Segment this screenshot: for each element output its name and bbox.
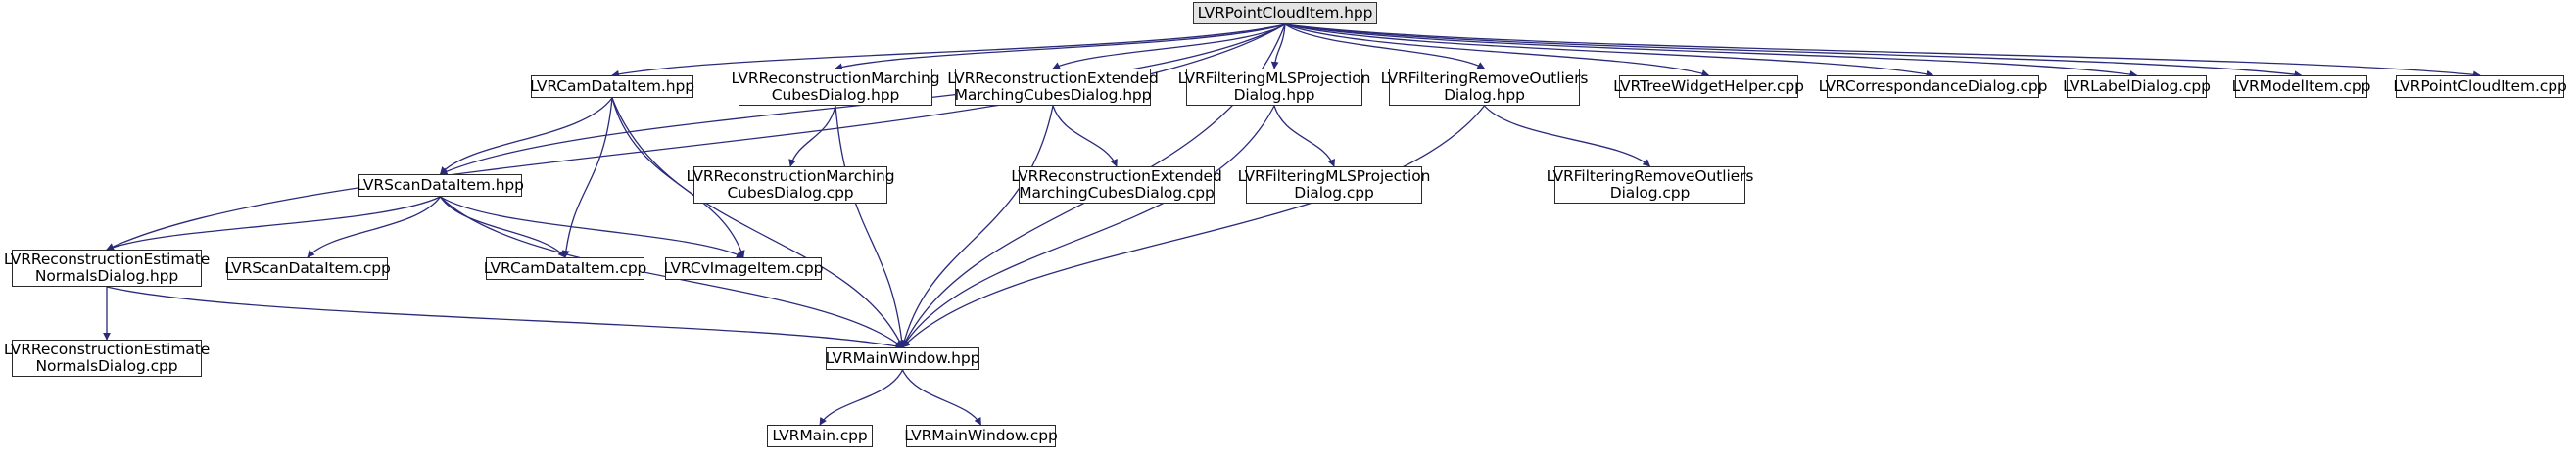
graph-edge [439, 97, 613, 175]
graph-edge [900, 105, 1054, 348]
graph-node-label: LVRFilteringRemoveOutliers Dialog.hpp [1380, 69, 1589, 104]
graph-node-lvrfilteringmlsprojectiondialog-cpp[interactable]: LVRFilteringMLSProjection Dialog.cpp [1238, 166, 1430, 204]
graph-node-label: LVRCvImageItem.cpp [663, 258, 824, 277]
graph-node-label: LVRReconstructionExtended MarchingCubesD… [1011, 166, 1222, 202]
graph-edge [835, 105, 906, 348]
graph-edge [1273, 105, 1336, 167]
graph-node-lvrpointclouditem-cpp[interactable]: LVRPointCloudItem.cpp [2393, 75, 2567, 98]
graph-edge [1284, 23, 2303, 79]
graph-edge [1484, 105, 1651, 167]
graph-node-lvrcamdataitem-cpp[interactable]: LVRCamDataItem.cpp [484, 257, 646, 280]
graph-node-lvrcvimageitem-cpp[interactable]: LVRCvImageItem.cpp [664, 257, 823, 280]
graph-node-lvrreconstructionmarchingcubesdialog-cpp[interactable]: LVRReconstructionMarching CubesDialog.cp… [686, 166, 895, 204]
graph-node-label: LVRReconstructionMarching CubesDialog.hp… [731, 69, 940, 104]
graph-edge [1284, 23, 2481, 79]
graph-node-label: LVRReconstructionMarching CubesDialog.cp… [686, 166, 895, 202]
graph-node-lvrmain-cpp[interactable]: LVRMain.cpp [767, 425, 873, 447]
graph-node-lvrcamdataitem-hpp[interactable]: LVRCamDataItem.hpp [530, 75, 694, 98]
graph-node-lvrfilteringremoveoutliersdialog-cpp[interactable]: LVRFilteringRemoveOutliers Dialog.cpp [1547, 166, 1753, 204]
graph-node-label: LVRTreeWidgetHelper.cpp [1613, 76, 1804, 95]
graph-node-lvrmainwindow-hpp[interactable]: LVRMainWindow.hpp [826, 347, 979, 370]
graph-edge [1284, 23, 1486, 69]
graph-edge [106, 286, 904, 350]
graph-node-label: LVRFilteringMLSProjection Dialog.cpp [1237, 166, 1431, 202]
graph-edge [106, 23, 1286, 251]
graph-edge [788, 105, 836, 167]
graph-node-lvrscandataitem-hpp[interactable]: LVRScanDataItem.hpp [357, 174, 524, 197]
graph-node-label: LVRScanDataItem.hpp [357, 175, 524, 194]
graph-node-label: LVRMain.cpp [772, 426, 868, 444]
graph-node-lvrtreewidgethelper-cpp[interactable]: LVRTreeWidgetHelper.cpp [1613, 75, 1804, 98]
graph-node-lvrlabeldialog-cpp[interactable]: LVRLabelDialog.cpp [2063, 75, 2211, 98]
graph-node-label: LVRFilteringRemoveOutliers Dialog.cpp [1546, 166, 1754, 202]
graph-node-label: LVRModelItem.cpp [2231, 76, 2371, 95]
graph-node-label: LVRLabelDialog.cpp [2063, 76, 2211, 95]
graph-node-label: LVRCamDataItem.hpp [530, 76, 694, 95]
graph-node-label: LVRPointCloudItem.cpp [2393, 76, 2567, 95]
graph-node-label: LVRMainWindow.hpp [825, 348, 980, 367]
graph-node-lvrcorrespondancedialog-cpp[interactable]: LVRCorrespondanceDialog.cpp [1819, 75, 2047, 98]
graph-edge [611, 97, 904, 348]
graph-edge [106, 196, 441, 252]
graph-node-label: LVRCorrespondanceDialog.cpp [1818, 76, 2048, 95]
graph-node-lvrreconstructionestimatenormalsdialog-hpp[interactable]: LVRReconstructionEstimate NormalsDialog.… [4, 250, 210, 287]
graph-node-label: LVRCamDataItem.cpp [483, 258, 647, 277]
graph-edge [819, 369, 904, 426]
graph-edge [1052, 105, 1118, 167]
graph-node-label: LVRFilteringMLSProjection Dialog.hpp [1177, 69, 1371, 104]
graph-node-label: LVRReconstructionEstimate NormalsDialog.… [3, 340, 211, 375]
graph-node-lvrpointclouditem-hpp[interactable]: LVRPointCloudItem.hpp [1193, 2, 1377, 24]
graph-node-label: LVRPointCloudItem.hpp [1197, 3, 1373, 22]
graph-node-lvrfilteringmlsprojectiondialog-hpp[interactable]: LVRFilteringMLSProjection Dialog.hpp [1178, 69, 1370, 106]
graph-edge [835, 23, 1286, 71]
graph-edge [439, 196, 566, 258]
graph-edge [1284, 23, 1710, 77]
graph-edge [561, 97, 613, 258]
graph-edge [1052, 23, 1286, 69]
graph-edge [307, 196, 442, 258]
graph-edge [611, 23, 1286, 78]
graph-node-label: LVRScanDataItem.cpp [224, 258, 391, 277]
graph-edge [1270, 23, 1286, 69]
graph-node-lvrfilteringremoveoutliersdialog-hpp[interactable]: LVRFilteringRemoveOutliers Dialog.hpp [1381, 69, 1588, 106]
graph-edge [1284, 23, 2138, 78]
graph-node-lvrreconstructionestimatenormalsdialog-cpp[interactable]: LVRReconstructionEstimate NormalsDialog.… [4, 340, 210, 377]
graph-node-label: LVRReconstructionExtended MarchingCubesD… [947, 69, 1159, 104]
graph-edge [1284, 23, 1934, 78]
graph-node-lvrscandataitem-cpp[interactable]: LVRScanDataItem.cpp [224, 257, 391, 280]
graph-node-lvrreconstructionextendedmarchingcubesdialog-hpp[interactable]: LVRReconstructionExtended MarchingCubesD… [947, 69, 1159, 106]
graph-node-lvrreconstructionmarchingcubesdialog-hpp[interactable]: LVRReconstructionMarching CubesDialog.hp… [731, 69, 940, 106]
graph-node-lvrmainwindow-cpp[interactable]: LVRMainWindow.cpp [904, 425, 1058, 447]
graph-node-label: LVRMainWindow.cpp [904, 426, 1058, 444]
graph-edge [901, 105, 1275, 348]
graph-edge [901, 105, 1486, 348]
graph-edge [901, 369, 982, 426]
graph-node-lvrreconstructionextendedmarchingcubesdialog-cpp[interactable]: LVRReconstructionExtended MarchingCubesD… [1011, 166, 1222, 204]
graph-node-label: LVRReconstructionEstimate NormalsDialog.… [3, 250, 211, 285]
graph-node-lvrmodelitem-cpp[interactable]: LVRModelItem.cpp [2232, 75, 2370, 98]
graph-edge [440, 196, 744, 258]
